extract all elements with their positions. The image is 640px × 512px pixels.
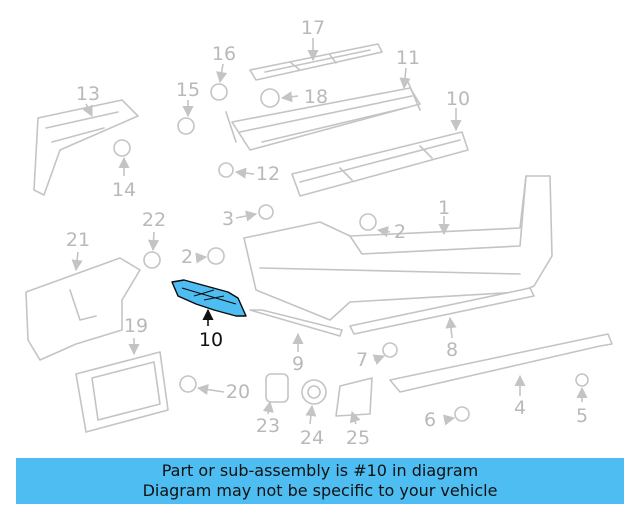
- callout-20: 19: [124, 315, 148, 337]
- part-4-diffuser: [389, 333, 613, 393]
- callout-26: 25: [346, 427, 370, 449]
- leader-lines: [71, 38, 588, 426]
- callout-16: 15: [176, 79, 200, 101]
- callout-11: 10: [446, 88, 470, 110]
- part-12-reinforcement: [225, 81, 421, 151]
- callout-25: 24: [300, 427, 324, 449]
- part-22-bracket: [25, 257, 141, 361]
- part-8-trim: [349, 287, 535, 335]
- banner-line-2: Diagram may not be specific to your vehi…: [142, 481, 498, 500]
- callout-3: 3: [222, 208, 234, 230]
- callout-14: 13: [76, 83, 100, 105]
- callout-2b: 2: [181, 246, 193, 268]
- part-10-highlighted[interactable]: [171, 279, 247, 317]
- callout-17: 16: [212, 43, 236, 65]
- part-9-strip: [249, 309, 343, 337]
- callout-13: 12: [256, 163, 280, 185]
- info-banner: Part or sub-assembly is #10 in diagram D…: [16, 458, 624, 504]
- callout-2a: 2: [394, 221, 406, 243]
- callout-7: 7: [356, 349, 368, 371]
- part-1-bumper-cover: [243, 175, 553, 321]
- callout-8: 8: [446, 339, 458, 361]
- callout-15: 14: [112, 179, 136, 201]
- callout-9: 9: [292, 353, 304, 375]
- callout-10-highlighted: 10: [199, 329, 223, 351]
- callout-12: 11: [396, 47, 420, 69]
- callout-19: 18: [304, 86, 328, 108]
- callout-18: 17: [301, 17, 325, 39]
- part-11-absorber: [291, 131, 469, 197]
- banner-line-1: Part or sub-assembly is #10 in diagram: [161, 461, 479, 480]
- part-14-side-bracket: [33, 99, 139, 196]
- callout-4: 4: [514, 397, 526, 419]
- part-20-module: [75, 351, 169, 433]
- callout-24: 23: [256, 415, 280, 437]
- callout-1: 1: [438, 197, 450, 219]
- callout-23: 22: [142, 209, 166, 231]
- callout-labels: 17 16 11 15 18 10 13 14 12 1 2 3 22 2 21…: [66, 17, 588, 449]
- callout-5: 5: [576, 405, 588, 427]
- callout-21: 20: [226, 381, 250, 403]
- fasteners: [113, 83, 589, 422]
- part-18-bracket: [249, 43, 383, 81]
- callout-6: 6: [424, 409, 436, 431]
- callout-22: 21: [66, 229, 90, 251]
